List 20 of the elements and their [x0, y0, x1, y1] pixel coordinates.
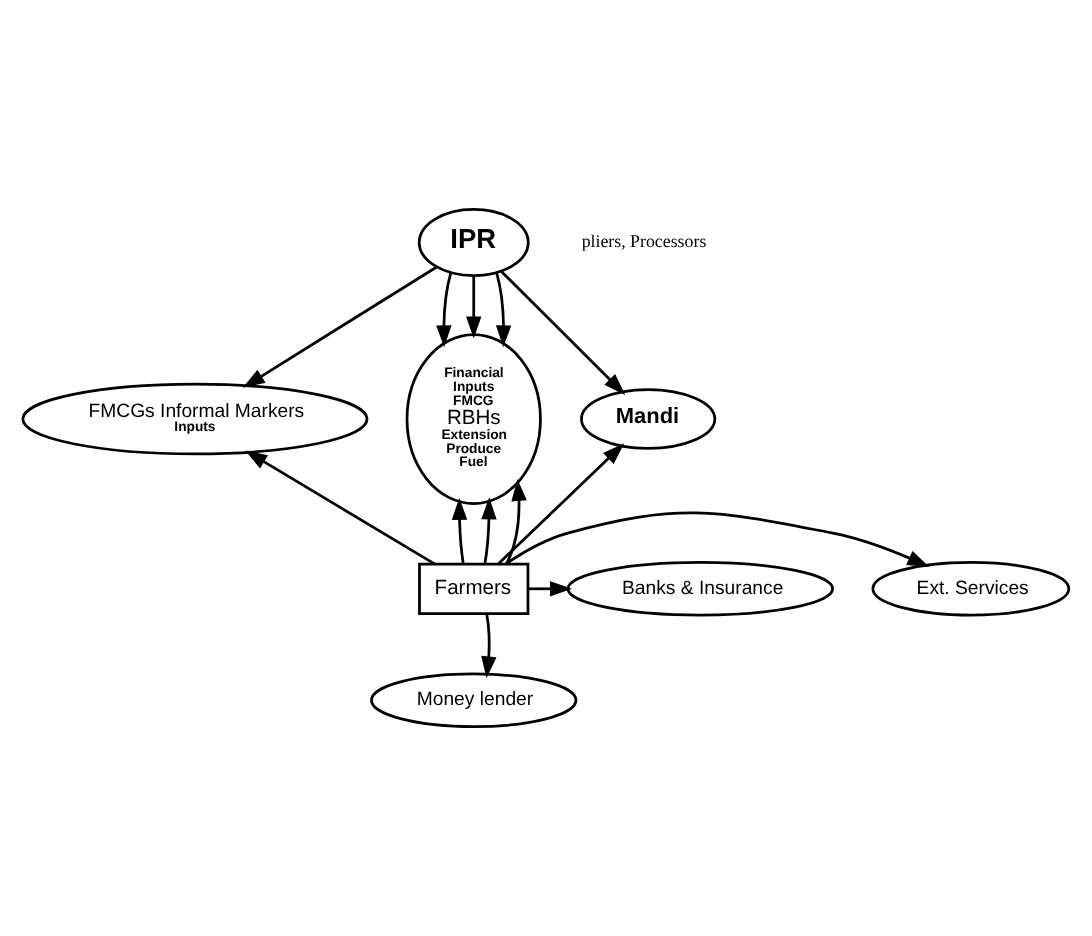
- arrow: [497, 443, 625, 565]
- arrow: [495, 272, 512, 348]
- node-ellipse: Mandi: [580, 388, 717, 450]
- node-ellipse: IPR: [417, 208, 530, 277]
- arrow: [504, 511, 930, 568]
- arrow: [451, 497, 468, 565]
- node-box: Farmers: [418, 562, 530, 615]
- arrow: [245, 450, 436, 566]
- arrow: [436, 272, 453, 348]
- label: pliers, Processors: [581, 231, 707, 252]
- arrow: [528, 581, 572, 597]
- node-ellipse: Money lender: [370, 672, 578, 728]
- arrow: [481, 613, 497, 679]
- arrow: [242, 265, 438, 388]
- arrow: [481, 497, 497, 564]
- arrow: [466, 275, 482, 339]
- node-ellipse: Ext. Services: [871, 561, 1071, 617]
- arrow: [500, 270, 626, 395]
- arrow: [505, 478, 527, 565]
- node-ellipse: Banks & Insurance: [566, 561, 834, 617]
